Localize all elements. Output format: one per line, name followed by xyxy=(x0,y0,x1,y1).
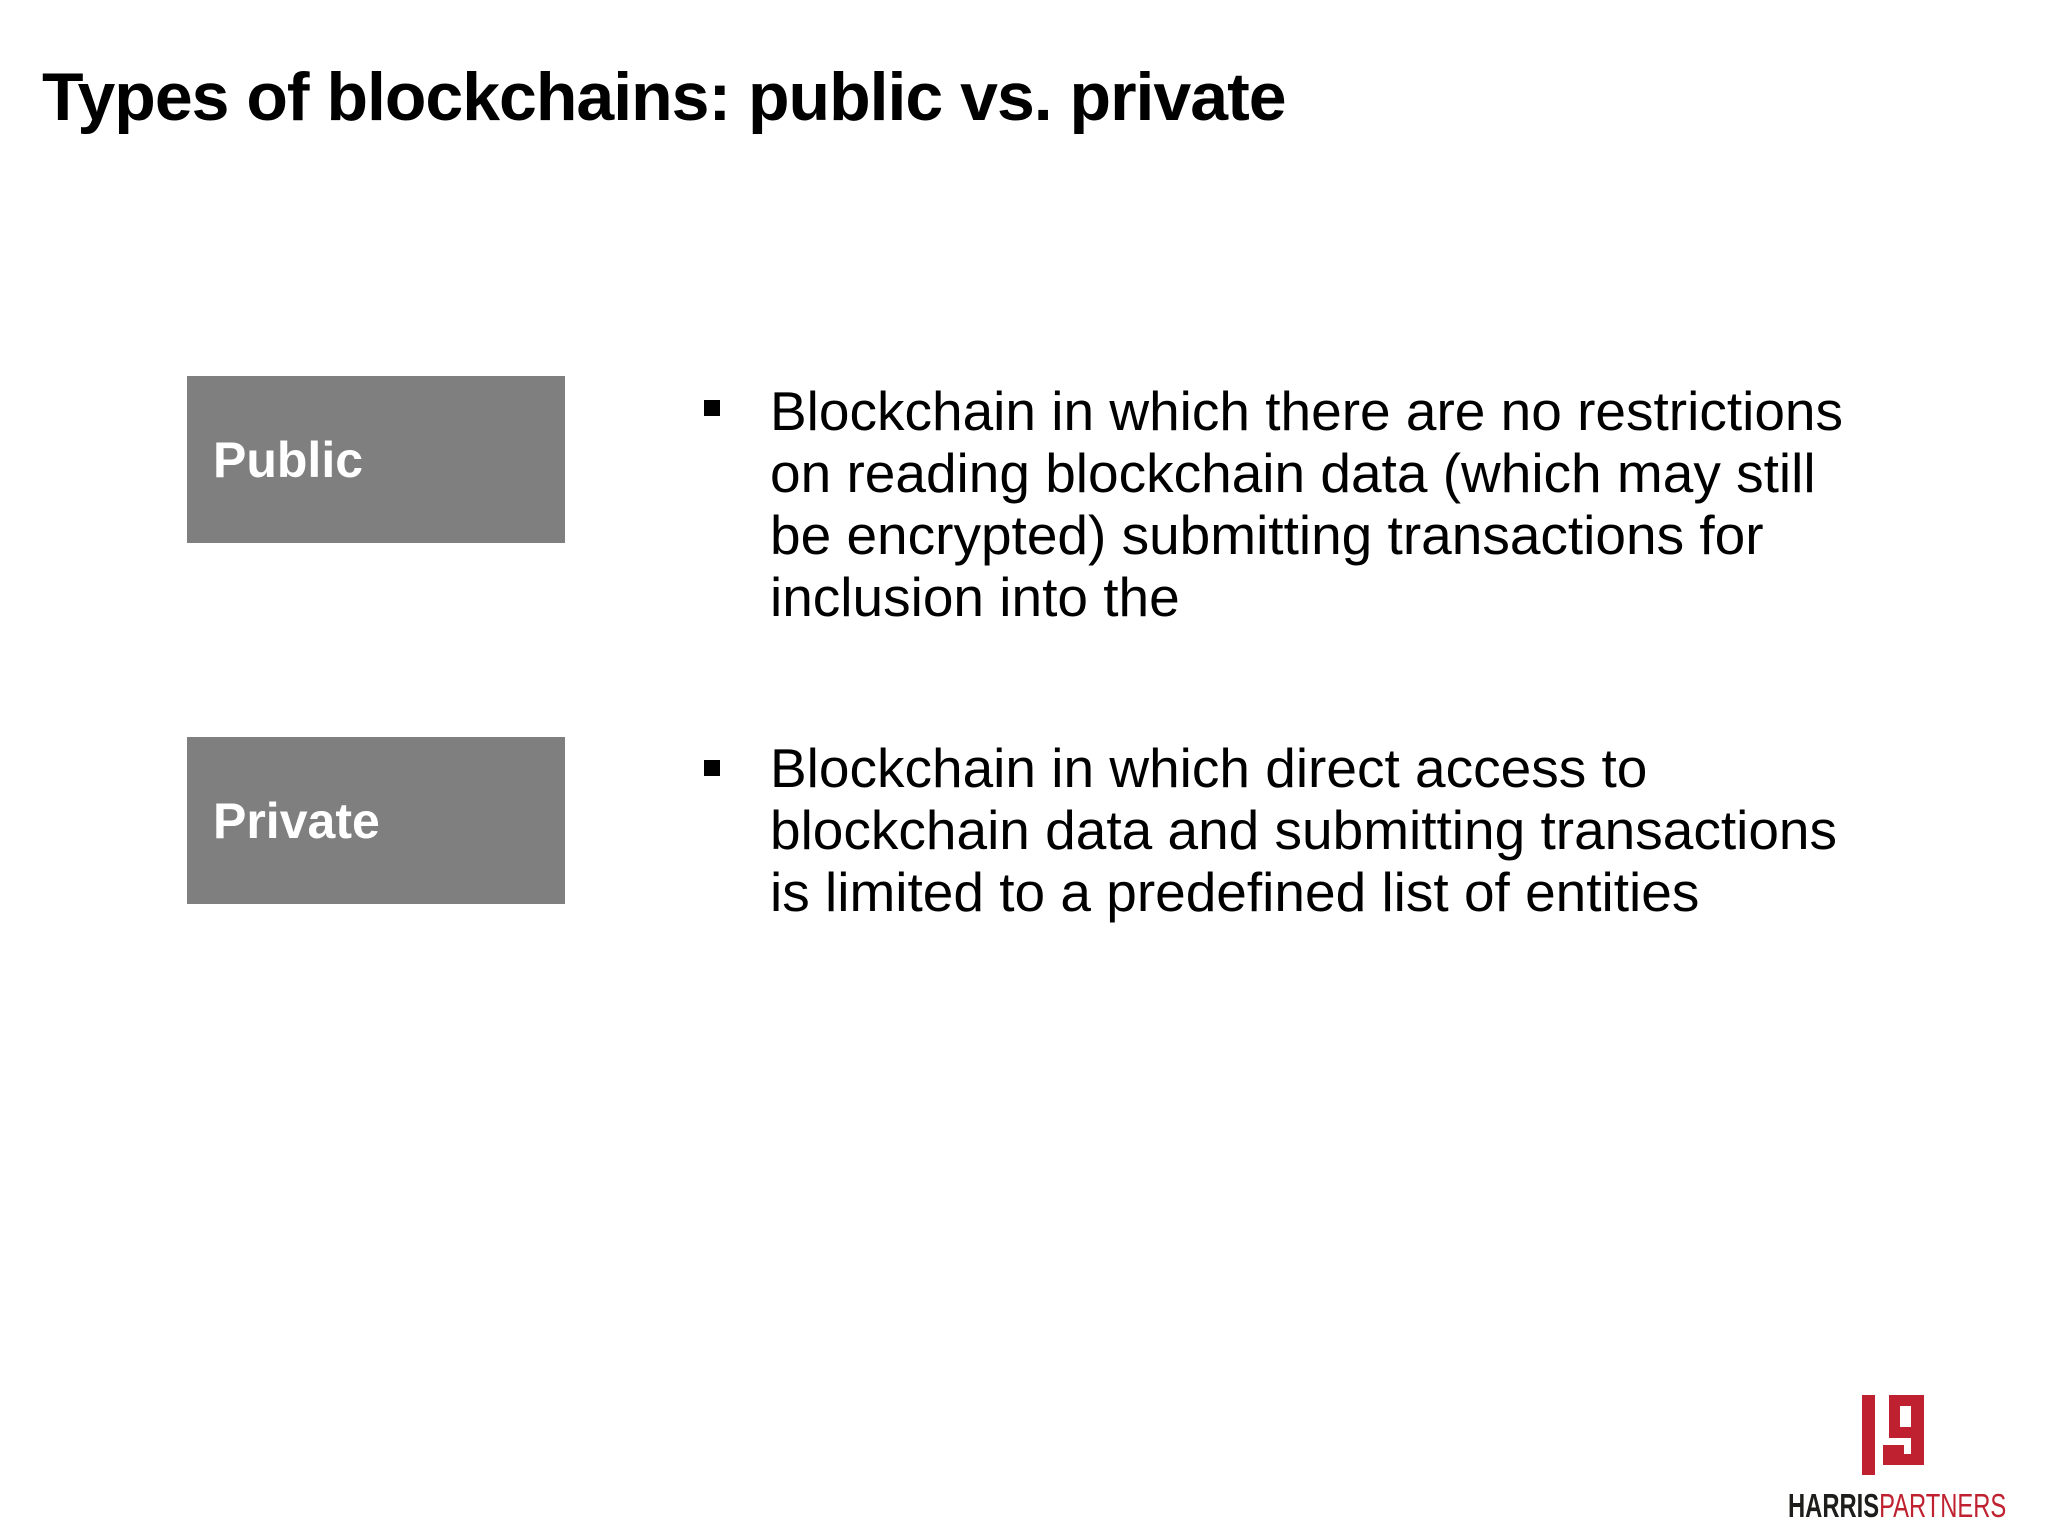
public-box: Public xyxy=(187,376,565,543)
harris-partners-wordmark: HARRISPARTNERS xyxy=(1788,1489,2006,1522)
private-bullet-text: Blockchain in which direct access to blo… xyxy=(770,737,1838,923)
bullet-square-icon xyxy=(704,400,720,416)
public-box-label: Public xyxy=(213,431,364,488)
private-box: Private xyxy=(187,737,565,904)
bullet-square-icon xyxy=(704,760,720,776)
slide-title: Types of blockchains: public vs. private xyxy=(42,59,1287,135)
public-bullet-text: Blockchain in which there are no restric… xyxy=(770,380,1844,628)
harris-partners-logo-mark-icon xyxy=(1862,1395,1924,1475)
wordmark-harris: HARRIS xyxy=(1788,1487,1880,1524)
private-box-label: Private xyxy=(213,792,380,849)
harris-partners-logo: HARRISPARTNERS xyxy=(1788,1395,2010,1522)
wordmark-partners: PARTNERS xyxy=(1879,1487,2007,1524)
